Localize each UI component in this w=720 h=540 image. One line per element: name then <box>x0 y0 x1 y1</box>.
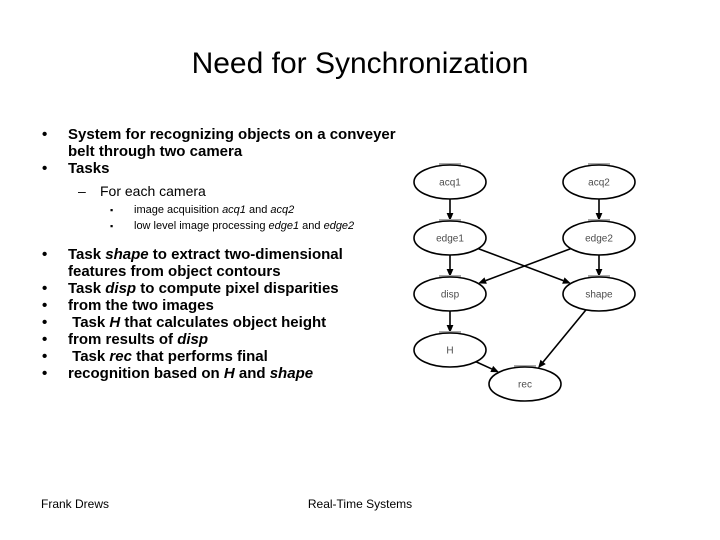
bullet-list: • System for recognizing objects on a con… <box>36 126 396 382</box>
footer-author: Frank Drews <box>41 497 110 511</box>
bullet-item-l3: ▪ low level image processing edge1 and ed… <box>36 219 396 233</box>
bullet-item-l2: –For each camera <box>36 182 396 201</box>
node-ellipse <box>413 276 487 312</box>
bullet-text: For each camera <box>100 183 206 199</box>
graph-edge-H-to-rec <box>475 361 493 370</box>
bullet-marker: • <box>42 348 48 365</box>
bullet-text: Tasks <box>68 160 110 177</box>
bullet-text: from the two images <box>68 297 214 314</box>
bullet-text: recognition based on H and shape <box>68 365 314 382</box>
graph-arrowhead-edge2-to-shape <box>595 269 603 277</box>
bullet-item-l1: • from results of disp <box>36 331 396 348</box>
graph-arrowhead-acq2-to-edge2 <box>595 213 603 221</box>
bullet-text: Task shape to extract two-dimensional fe… <box>68 246 343 280</box>
node-ellipse <box>562 220 636 256</box>
bullet-marker: • <box>42 314 48 331</box>
node-ellipse <box>488 366 562 402</box>
node-ellipse <box>562 276 636 312</box>
graph-edge-edge2-to-disp <box>485 247 572 282</box>
bullet-marker: • <box>42 280 48 297</box>
graph-arrowhead-edge1-to-disp <box>446 269 454 277</box>
node-label: disp <box>441 290 460 301</box>
graph-edges-group <box>446 199 603 373</box>
node-label: rec <box>518 380 532 391</box>
graph-node-acq2: acq2 <box>562 163 636 200</box>
bullet-marker: – <box>78 183 86 199</box>
bullet-item-l1: • Tasks <box>36 160 396 177</box>
bullet-text: Task H that calculates object height <box>68 314 327 331</box>
graph-arrowhead-shape-to-rec <box>538 359 546 369</box>
graph-arrowhead-edge2-to-disp <box>478 277 487 284</box>
node-ellipse <box>562 164 636 200</box>
graph-arrowhead-edge1-to-shape <box>562 277 571 284</box>
graph-node-edge1: edge1 <box>413 219 487 256</box>
bullet-item-l1: • System for recognizing objects on a con… <box>36 126 396 160</box>
bullet-item-l1: • Task shape to extract two-dimensional f… <box>36 246 396 280</box>
bullet-marker: • <box>42 297 48 314</box>
graph-edge-edge1-to-shape <box>477 247 564 282</box>
page-title: Need for Synchronization <box>191 47 529 80</box>
bullet-text: System for recognizing objects on a conv… <box>68 126 396 160</box>
bullet-marker: • <box>42 331 48 348</box>
bullet-marker: • <box>42 160 48 177</box>
node-ellipse <box>413 220 487 256</box>
node-shadow <box>588 163 610 166</box>
graph-node-disp: disp <box>413 275 487 312</box>
graph-node-rec: rec <box>488 365 562 402</box>
node-label: edge1 <box>436 234 464 245</box>
graph-node-acq1: acq1 <box>413 163 487 200</box>
node-ellipse <box>413 164 487 200</box>
bullet-marker: • <box>42 246 48 263</box>
node-ellipse <box>413 332 487 368</box>
bullet-text: low level image processing edge1 and edg… <box>134 220 355 232</box>
bullet-item-l1: • from the two images <box>36 297 396 314</box>
bullet-text: image acquisition acq1 and acq2 <box>134 204 295 216</box>
bullet-marker: ▪ <box>110 205 114 215</box>
graph-arrowhead-H-to-rec <box>490 365 500 373</box>
footer-course: Real-Time Systems <box>307 497 413 511</box>
bullet-text: Task disp to compute pixel disparities <box>68 280 339 297</box>
graph-node-shape: shape <box>562 275 636 312</box>
node-label: acq1 <box>439 178 461 189</box>
bullet-text: Task rec that performs final <box>68 348 268 365</box>
bullet-item-l1: • Task disp to compute pixel disparities <box>36 280 396 297</box>
bullet-marker: • <box>42 126 48 143</box>
graph-arrowhead-acq1-to-edge1 <box>446 213 454 221</box>
bullet-item-l1: • recognition based on H and shape <box>36 365 396 382</box>
node-label: shape <box>585 290 613 301</box>
bullet-item-l3: ▪ image acquisition acq1 and acq2 <box>36 203 396 217</box>
bullet-marker: ▪ <box>110 221 114 231</box>
node-label: acq2 <box>588 178 610 189</box>
node-shadow <box>439 163 461 166</box>
node-label: edge2 <box>585 234 613 245</box>
graph-arrowhead-disp-to-H <box>446 325 454 333</box>
bullet-item-l1: • Task H that calculates object height <box>36 314 396 331</box>
bullet-marker: • <box>42 365 48 382</box>
graph-node-edge2: edge2 <box>562 219 636 256</box>
graph-node-H: H <box>413 331 487 368</box>
node-label: H <box>446 346 453 357</box>
graph-edge-shape-to-rec <box>542 309 587 363</box>
bullet-text: from results of disp <box>68 331 209 348</box>
bullet-item-l1: • Task rec that performs final <box>36 348 396 365</box>
